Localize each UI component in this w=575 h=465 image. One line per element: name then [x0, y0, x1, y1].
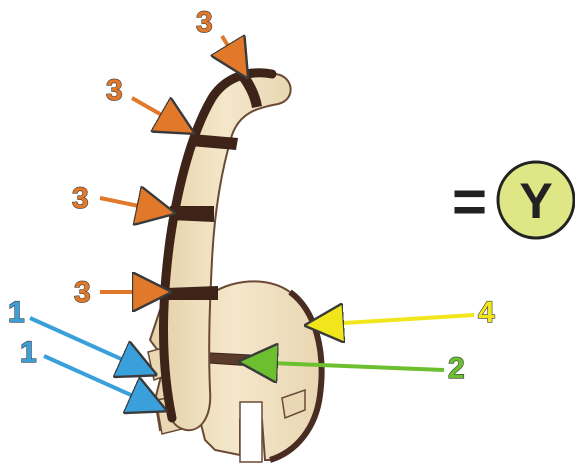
label-1-lower: 1 [20, 336, 37, 369]
result-group: = Y [452, 160, 575, 240]
callout-labels: 3 3 3 3 1 1 2 4 [7, 5, 495, 385]
label-4: 4 [478, 296, 495, 329]
neck-ring-middle [170, 206, 214, 222]
base-notch [239, 401, 263, 463]
arrow-3-middle [99, 198, 168, 212]
arrow-3-top [222, 36, 244, 72]
label-1-upper: 1 [8, 296, 25, 329]
result-letter: Y [519, 173, 552, 229]
wooden-model [147, 68, 325, 463]
neck-ring-top [238, 74, 262, 108]
base-step [281, 388, 306, 420]
arrow-1-lower [43, 354, 160, 408]
label-3-lower: 3 [74, 276, 91, 309]
label-3-top: 3 [196, 6, 213, 39]
label-3-middle: 3 [72, 182, 89, 215]
arrow-2 [246, 362, 445, 370]
neck-ring-lower [166, 286, 218, 300]
callout-arrows [29, 36, 475, 408]
neck-ring-upper [190, 134, 238, 150]
arrow-3-upper [131, 96, 188, 130]
label-2: 2 [448, 352, 465, 385]
result-circle [496, 160, 575, 240]
arrow-4 [312, 315, 475, 325]
arrow-1-upper [29, 316, 150, 372]
label-3-upper: 3 [106, 74, 123, 107]
equals-sign: = [452, 168, 487, 235]
